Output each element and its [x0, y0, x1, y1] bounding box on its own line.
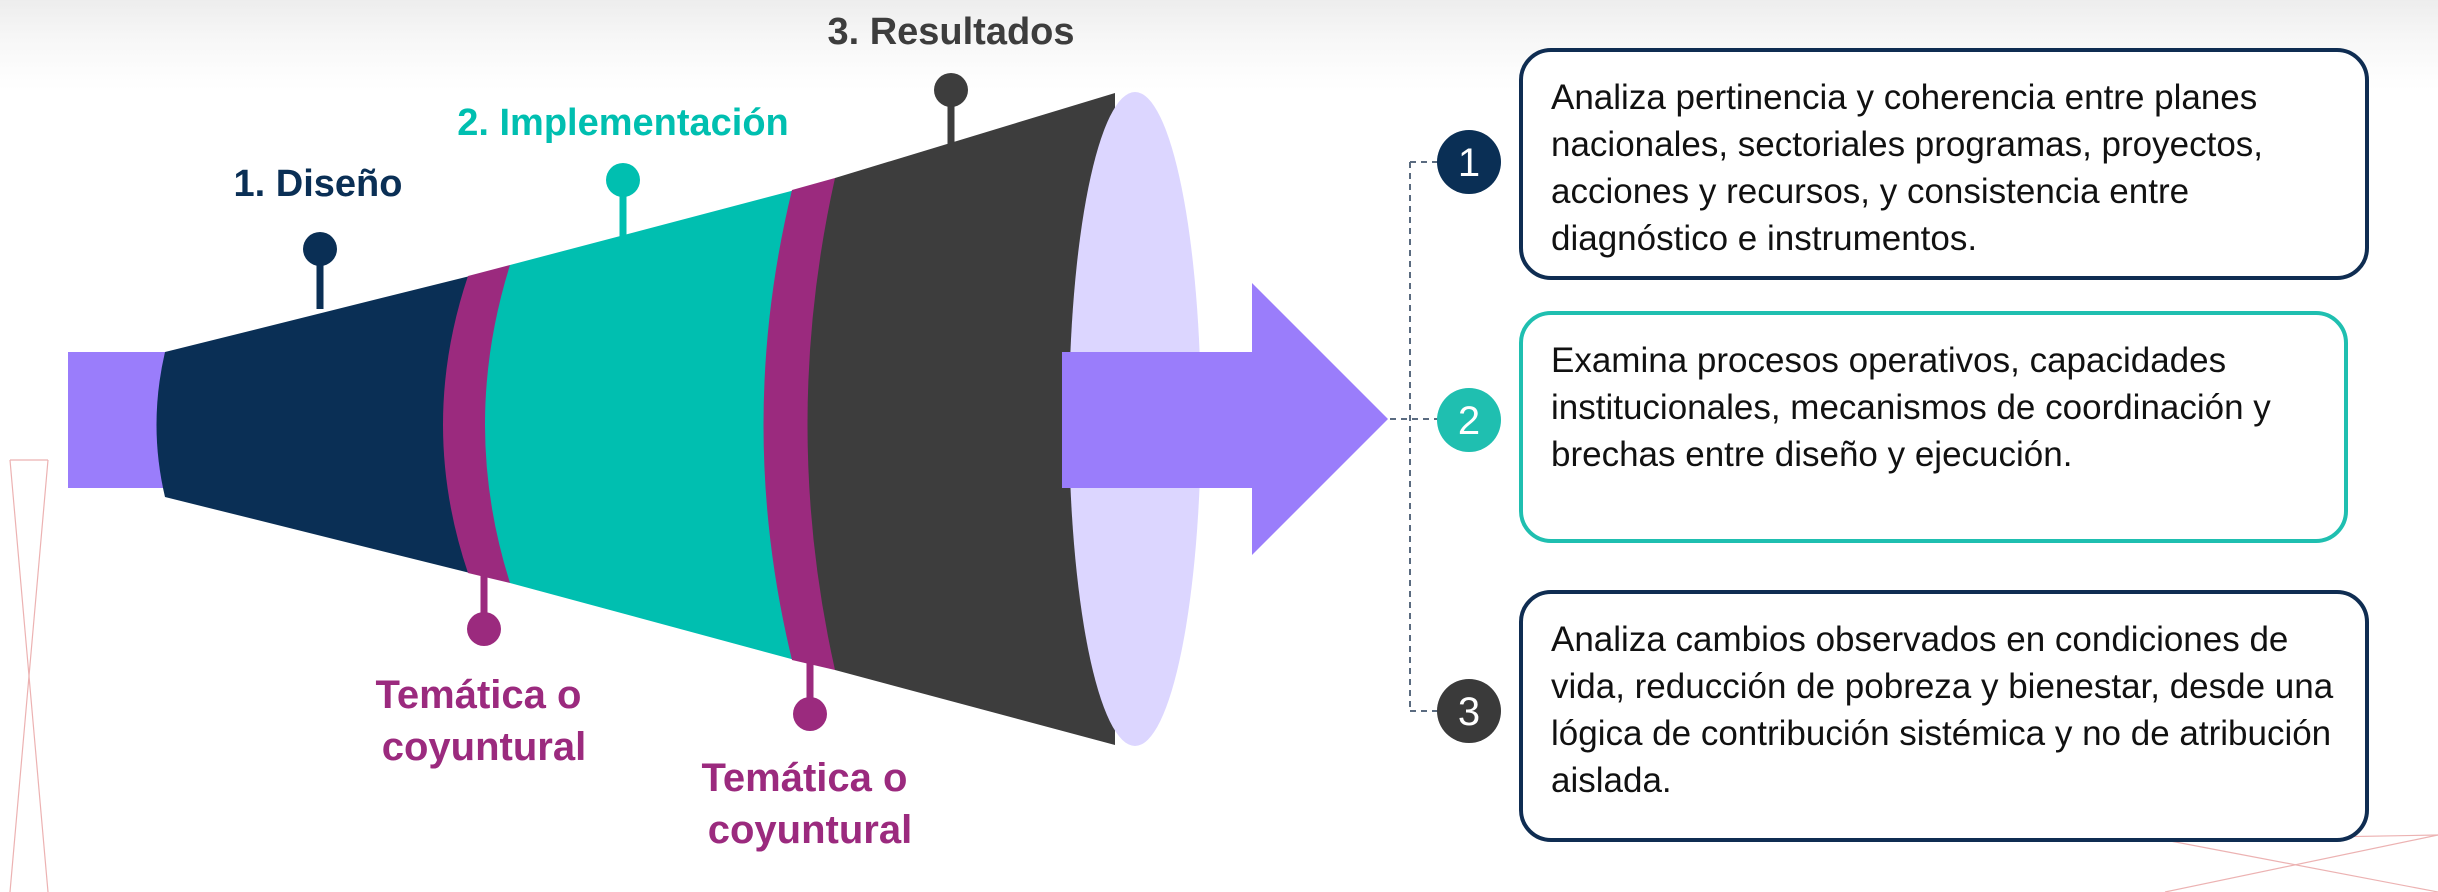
description-3-text: Analiza cambios observados en condicione… [1551, 620, 2334, 800]
crosscut-1-label: Temática o coyuntural [375, 673, 592, 769]
number-badge-1-text: 1 [1458, 141, 1480, 185]
stage-3-label: 3. Resultados [827, 11, 1074, 53]
number-badge-3-text: 3 [1458, 690, 1480, 734]
stage-1-label: 1. Diseño [234, 163, 403, 205]
crosscut-2-label-line2: coyuntural [708, 808, 912, 852]
crosscut-1-marker [467, 570, 501, 646]
crosscut-2-label: Temática o coyuntural [701, 756, 918, 852]
number-badge-1: 1 [1437, 130, 1501, 194]
description-box-3: Analiza cambios observados en condicione… [1519, 590, 2369, 842]
description-1-text: Analiza pertinencia y coherencia entre p… [1551, 78, 2264, 258]
stage-3-segment [807, 93, 1115, 745]
number-badge-2-text: 2 [1458, 399, 1480, 443]
description-box-2: Examina procesos operativos, capacidades… [1519, 311, 2348, 543]
crosscut-1-label-line1: Temática o [375, 673, 581, 717]
number-badge-2: 2 [1437, 388, 1501, 452]
description-2-text: Examina procesos operativos, capacidades… [1551, 341, 2271, 474]
number-badge-3: 3 [1437, 679, 1501, 743]
connector-lines [1390, 161, 1438, 712]
description-box-1: Analiza pertinencia y coherencia entre p… [1519, 48, 2369, 280]
crosscut-1-label-line2: coyuntural [382, 725, 586, 769]
funnel-tail [68, 352, 166, 488]
stage-1-marker [303, 232, 337, 309]
crosscut-2-label-line1: Temática o [701, 756, 907, 800]
stage-2-label: 2. Implementación [457, 102, 789, 144]
output-arrow [1062, 283, 1388, 555]
crosscut-2-marker [793, 655, 827, 731]
stage-1-segment [156, 276, 470, 573]
stage-2-marker [606, 163, 640, 240]
stage-2-segment [485, 190, 795, 660]
stage-3-marker [934, 73, 968, 146]
